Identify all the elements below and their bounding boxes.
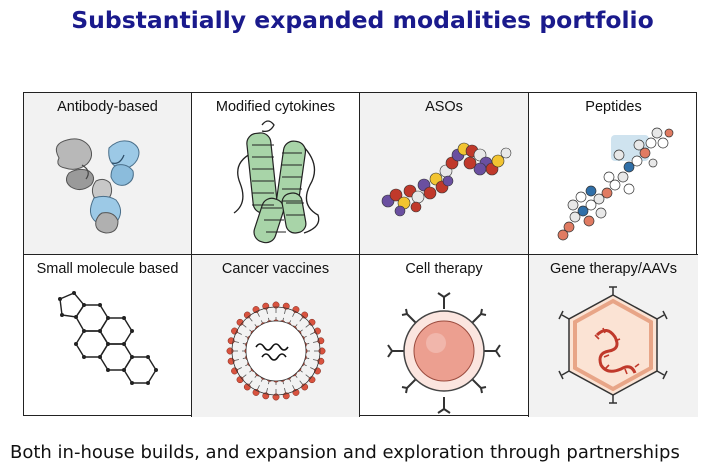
cell-antibody-based: Antibody-based xyxy=(24,93,192,255)
label-asos: ASOs xyxy=(425,99,463,115)
label-cancer-vaccines: Cancer vaccines xyxy=(221,261,330,277)
lipid-head xyxy=(318,347,326,355)
label-small-molecule: Small molecule based xyxy=(36,261,179,277)
label-modified-cytokines: Modified cytokines xyxy=(215,99,336,115)
cell-small-molecule: Small molecule based xyxy=(24,255,192,417)
peptide-icon xyxy=(557,127,674,241)
cytokine-icon xyxy=(233,120,320,244)
cell-asos: ASOs xyxy=(360,93,529,255)
label-gene-therapy: Gene therapy/AAVs xyxy=(549,261,678,277)
cell-cell-therapy: Cell therapy xyxy=(360,255,529,417)
footer-text: Both in-house builds, and expansion and … xyxy=(10,442,680,463)
lipid-head xyxy=(272,301,280,309)
small-molecule-icon xyxy=(58,291,158,385)
cell-peptides: Peptides xyxy=(529,93,698,255)
label-cell-therapy: Cell therapy xyxy=(405,261,483,277)
label-peptides: Peptides xyxy=(585,99,642,115)
label-antibody-based: Antibody-based xyxy=(57,99,158,115)
modalities-grid: Antibody-based Modified cytokines xyxy=(23,92,698,417)
cell-cancer-vaccines: Cancer vaccines xyxy=(192,255,360,417)
cell-modified-cytokines: Modified cytokines xyxy=(192,93,360,255)
cell-therapy-icon xyxy=(387,292,501,414)
aav-icon xyxy=(558,286,668,404)
lipid-head xyxy=(226,347,234,355)
lipid-head xyxy=(272,393,280,401)
aso-icon xyxy=(381,142,512,217)
page-title: Substantially expanded modalities portfo… xyxy=(71,6,654,34)
vaccine-icon xyxy=(226,301,326,401)
antibody-icon xyxy=(55,138,140,234)
cell-gene-therapy: Gene therapy/AAVs xyxy=(529,255,698,417)
